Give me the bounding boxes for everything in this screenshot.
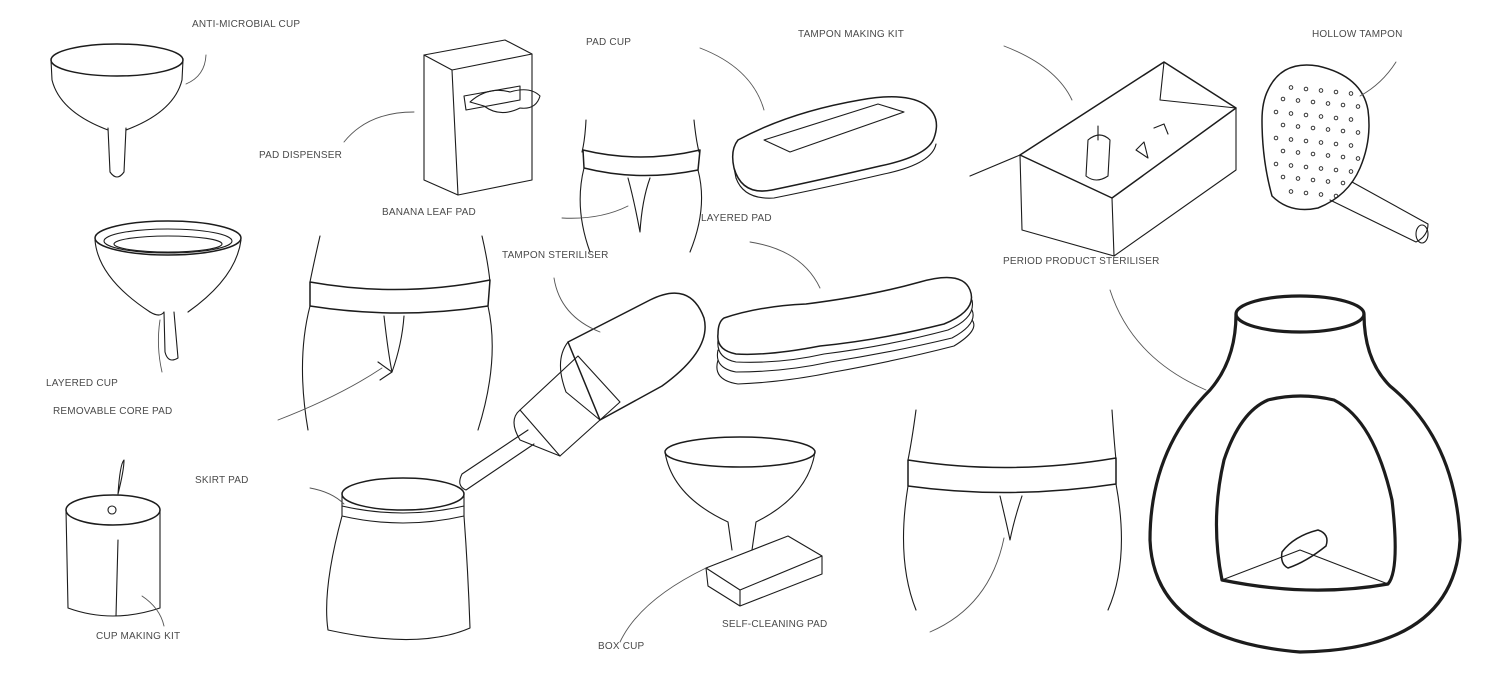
perforation-dot: [1356, 131, 1360, 135]
label-hollow-tampon: HOLLOW TAMPON: [1312, 29, 1403, 41]
vessel-sketch: [1150, 296, 1460, 652]
perforation-dot: [1289, 138, 1293, 142]
perforation-dot: [1341, 129, 1345, 133]
self-cleaning-pad-sketch: [904, 410, 1122, 632]
perforation-dot: [1296, 151, 1300, 155]
label-anti-microbial-cup: ANTI-MICROBIAL CUP: [192, 19, 300, 31]
label-period-product-steriliser: PERIOD PRODUCT STERILISER: [1003, 256, 1160, 268]
perforation-dot: [1289, 112, 1293, 116]
label-self-cleaning-pad: SELF-CLEANING PAD: [722, 619, 827, 631]
perforation-dot: [1349, 144, 1353, 148]
perforation-dot: [1311, 100, 1315, 104]
perforation-dot: [1274, 136, 1278, 140]
perforation-dot: [1349, 118, 1353, 122]
perforation-dot: [1326, 128, 1330, 132]
perforation-dot: [1289, 86, 1293, 90]
tampon-making-kit-sketch: [733, 46, 1072, 198]
label-banana-leaf-pad: BANANA LEAF PAD: [382, 207, 476, 219]
perforation-dot: [1304, 113, 1308, 117]
perforation-dot: [1334, 142, 1338, 146]
pad-dispenser-sketch: [344, 40, 540, 195]
perforation-dot: [1304, 139, 1308, 143]
label-layered-pad: LAYERED PAD: [701, 213, 772, 225]
tampon-steriliser-sketch: [460, 278, 705, 490]
label-layered-cup: LAYERED CUP: [46, 378, 118, 390]
label-cup-making-kit: CUP MAKING KIT: [96, 631, 180, 643]
perforation-dot: [1296, 177, 1300, 181]
label-tampon-making-kit: TAMPON MAKING KIT: [798, 29, 904, 41]
perforation-dot: [1319, 167, 1323, 171]
perforation-dot: [1281, 97, 1285, 101]
perforation-dot: [1289, 164, 1293, 168]
perforation-dot: [1349, 170, 1353, 174]
label-box-cup: BOX CUP: [598, 641, 644, 653]
perforation-dot: [1296, 125, 1300, 129]
label-tampon-steriliser: TAMPON STERILISER: [502, 250, 609, 262]
perforation-dot: [1311, 178, 1315, 182]
perforation-dot: [1304, 191, 1308, 195]
perforation-dot: [1289, 190, 1293, 194]
perforation-dot: [1356, 105, 1360, 109]
layered-pad-sketch: [717, 242, 974, 384]
perforation-dot: [1319, 141, 1323, 145]
perforation-dot: [1296, 99, 1300, 103]
box-cup-sketch: [620, 437, 822, 642]
perforation-dot: [1304, 165, 1308, 169]
perforation-dot: [1356, 157, 1360, 161]
perforation-dot: [1341, 181, 1345, 185]
label-removable-core-pad: REMOVABLE CORE PAD: [53, 406, 172, 418]
cup-making-kit-sketch: [66, 460, 164, 626]
label-skirt-pad: SKIRT PAD: [195, 475, 249, 487]
perforation-dot: [1274, 110, 1278, 114]
perforation-dot: [1274, 162, 1278, 166]
perforation-dot: [1319, 115, 1323, 119]
period-product-steriliser-sketch: [970, 62, 1236, 390]
skirt-pad-sketch: [310, 478, 470, 640]
perforation-dot: [1326, 180, 1330, 184]
perforation-dot: [1326, 102, 1330, 106]
perforation-dot: [1334, 194, 1338, 198]
perforation-dot: [1326, 154, 1330, 158]
perforation-dot: [1334, 90, 1338, 94]
perforation-dot: [1319, 193, 1323, 197]
anti-microbial-cup-sketch: [51, 44, 206, 177]
perforation-dot: [1341, 155, 1345, 159]
perforation-dot: [1304, 87, 1308, 91]
hollow-tampon-sketch: [1262, 62, 1428, 243]
layered-cup-sketch: [95, 221, 241, 372]
perforation-dot: [1281, 175, 1285, 179]
perforation-dot: [1319, 89, 1323, 93]
perforation-dot: [1281, 149, 1285, 153]
perforation-dot: [1311, 152, 1315, 156]
label-pad-dispenser: PAD DISPENSER: [259, 150, 342, 162]
perforation-dot: [1349, 92, 1353, 96]
perforation-dot: [1341, 103, 1345, 107]
perforation-dot: [1311, 126, 1315, 130]
label-pad-cup: PAD CUP: [586, 37, 631, 49]
perforation-dot: [1281, 123, 1285, 127]
perforation-dot: [1334, 168, 1338, 172]
removable-core-pad-sketch: [278, 236, 492, 430]
perforation-dot: [1334, 116, 1338, 120]
